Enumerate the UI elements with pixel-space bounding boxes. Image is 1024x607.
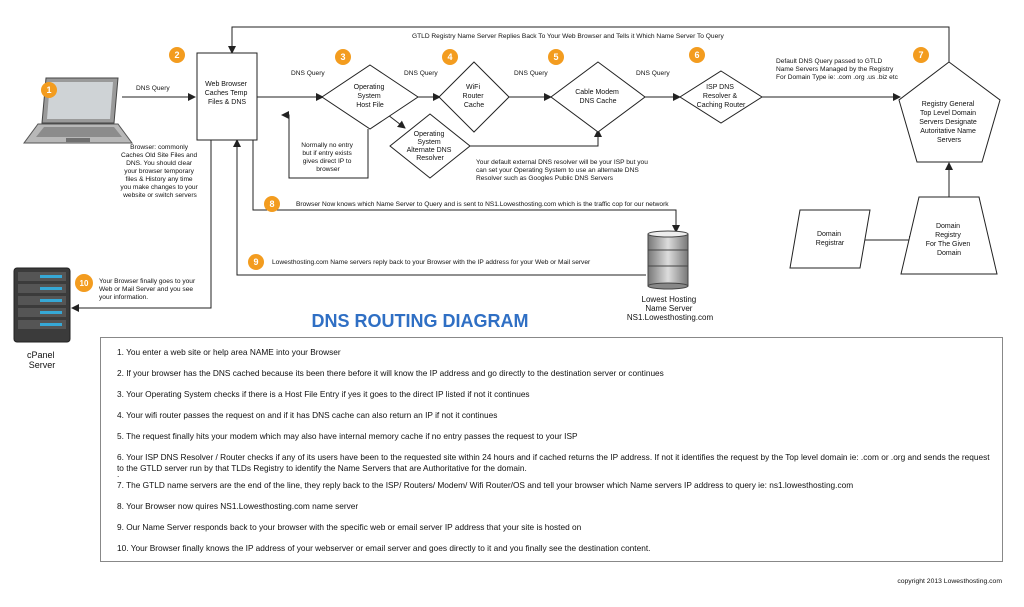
nameserver-icon bbox=[647, 230, 689, 290]
registry-label: Registry General Top Level Domain Server… bbox=[919, 101, 979, 144]
edge-label-top-return: GTLD Registry Name Server Replies Back T… bbox=[412, 33, 724, 40]
step-8: 8. Your Browser now quires NS1.Lowesthos… bbox=[117, 501, 359, 511]
edge-label-dnsquery-5: DNS Query bbox=[636, 70, 670, 77]
badge-2 bbox=[169, 47, 185, 63]
browser-node bbox=[196, 52, 258, 141]
edge-label-dnsquery-3: DNS Query bbox=[404, 70, 438, 77]
cpanel-server-label: cPanel Server bbox=[27, 350, 57, 370]
edge-step10 bbox=[71, 140, 212, 312]
edge-label-dnsquery-4: DNS Query bbox=[514, 70, 548, 77]
isp-label: ISP DNS Resolver & Caching Router bbox=[697, 84, 746, 109]
domain-registrar-label: Domain Registrar bbox=[816, 231, 845, 247]
step-9: 9. Our Name Server responds back to your… bbox=[117, 522, 582, 532]
note-browser-cache: Browser: commonly Caches Old Site Files … bbox=[120, 144, 199, 199]
edge-altresolver-modem bbox=[470, 129, 602, 147]
badge-4 bbox=[442, 49, 458, 65]
badge-8 bbox=[264, 196, 280, 212]
svg-text:9: 9 bbox=[253, 257, 258, 267]
diagram-title: DNS ROUTING DIAGRAM bbox=[312, 311, 529, 331]
svg-text:1: 1 bbox=[46, 85, 51, 95]
domain-registry-node bbox=[900, 196, 998, 275]
edge-os-altresolver bbox=[387, 114, 406, 129]
step-3: 3. Your Operating System checks if there… bbox=[117, 389, 530, 399]
step-7: 7. The GTLD name servers are the end of … bbox=[117, 480, 854, 490]
edge-registry-browser bbox=[228, 26, 950, 62]
step-10: 10. Your Browser finally knows the IP ad… bbox=[117, 543, 651, 553]
domain-registry-label: Domain Registry For The Given Domain bbox=[926, 223, 973, 257]
note-alt-resolver: Your default external DNS resolver will … bbox=[476, 159, 650, 182]
edge-label-step8: Browser Now knows which Name Server to Q… bbox=[296, 201, 669, 208]
edge-step9 bbox=[233, 139, 646, 276]
os-altresolver-node bbox=[389, 113, 471, 179]
edge-label-step10: Your Browser finally goes to your Web or… bbox=[99, 278, 197, 301]
svg-text:7: 7 bbox=[918, 50, 923, 60]
svg-text:8: 8 bbox=[269, 199, 274, 209]
badge-3 bbox=[335, 49, 351, 65]
copyright: copyright 2013 Lowesthosting.com bbox=[897, 578, 1002, 585]
step-1: 1. You enter a web site or help area NAM… bbox=[117, 347, 341, 357]
cpanel-server-icon bbox=[13, 267, 71, 343]
browser-label: Web Browser Caches Temp Files & DNS bbox=[205, 81, 250, 106]
modem-node bbox=[550, 61, 646, 133]
isp-node bbox=[679, 70, 763, 124]
step-4: 4. Your wifi router passes the request o… bbox=[117, 410, 498, 420]
wifi-label: WiFi Router Cache bbox=[463, 84, 486, 109]
svg-text:10: 10 bbox=[80, 279, 89, 288]
os-altresolver-label: Operating System Alternate DNS Resolver bbox=[407, 131, 454, 162]
step-2: 2. If your browser has the DNS cached be… bbox=[117, 368, 664, 378]
svg-text:4: 4 bbox=[447, 52, 452, 62]
badge-10 bbox=[75, 274, 93, 292]
edge-hostfile-browser bbox=[281, 111, 369, 179]
edge-label-default-dns: Default DNS Query passed to GTLD Name Se… bbox=[776, 58, 899, 81]
badge-5 bbox=[548, 49, 564, 65]
modem-label: Cable Modem DNS Cache bbox=[575, 89, 621, 105]
step-5: 5. The request finally hits your modem w… bbox=[117, 431, 578, 441]
steps-panel: 1. You enter a web site or help area NAM… bbox=[100, 337, 1003, 562]
svg-text:6: 6 bbox=[694, 50, 699, 60]
edge-step8 bbox=[252, 140, 680, 233]
edge-label-dnsquery-1: DNS Query bbox=[136, 85, 170, 92]
registry-node bbox=[898, 61, 1001, 163]
domain-registrar-node bbox=[789, 209, 871, 269]
badge-1 bbox=[41, 82, 57, 98]
step-6: 6. Your ISP DNS Resolver / Router checks… bbox=[117, 452, 990, 473]
badge-9 bbox=[248, 254, 264, 270]
os-hostfile-label: Operating System Host File bbox=[354, 84, 387, 109]
wifi-node bbox=[438, 61, 510, 133]
badge-7 bbox=[913, 47, 929, 63]
connectors bbox=[71, 26, 953, 312]
step-dot: . bbox=[117, 469, 120, 479]
svg-text:5: 5 bbox=[553, 52, 558, 62]
edge-label-dnsquery-2: DNS Query bbox=[291, 70, 325, 77]
svg-text:2: 2 bbox=[174, 50, 179, 60]
svg-text:3: 3 bbox=[340, 52, 345, 62]
nameserver-label: Lowest Hosting Name Server NS1.Lowesthos… bbox=[627, 295, 714, 322]
edge-label-step9: Lowesthosting.com Name servers reply bac… bbox=[272, 259, 591, 266]
laptop-icon bbox=[23, 77, 133, 144]
badges: 1 2 3 4 5 6 7 8 9 10 bbox=[41, 47, 929, 292]
badge-6 bbox=[689, 47, 705, 63]
os-hostfile-node bbox=[321, 64, 419, 130]
note-host-file: Normally no entry but if entry exists gi… bbox=[301, 142, 355, 173]
